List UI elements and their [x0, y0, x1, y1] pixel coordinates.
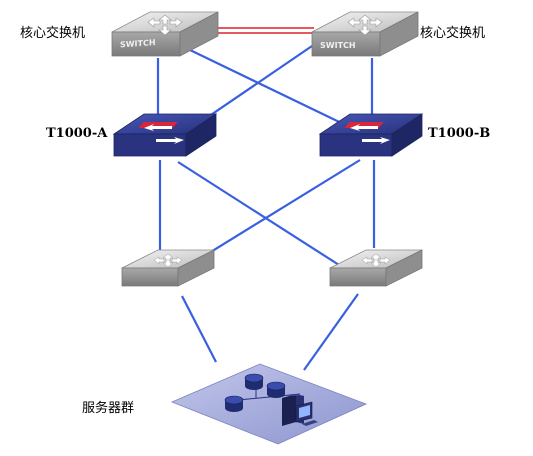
firewall-b	[318, 113, 424, 157]
access-switch-right	[329, 249, 423, 287]
firewall-b-label: T1000-B	[428, 126, 491, 141]
core-switch-left-label: 核心交换机	[20, 26, 86, 41]
firewall-a	[112, 113, 218, 157]
arrows-icon	[153, 253, 183, 268]
device-text: SWITCH	[120, 38, 156, 49]
link-coreL-fwB	[189, 49, 361, 133]
link-fwA-accR	[177, 161, 351, 273]
arrows-icon	[147, 14, 183, 36]
device-text: SWITCH	[320, 41, 356, 50]
core-switch-left: SWITCH	[111, 11, 219, 57]
core-switch-right: SWITCH	[311, 11, 419, 57]
link-accL-servers	[181, 295, 217, 363]
monitor-icon	[295, 401, 318, 426]
arrows-icon	[347, 14, 383, 36]
server-floor	[170, 363, 368, 445]
links	[156, 45, 376, 371]
firewall-a-label: T1000-A	[46, 126, 108, 141]
database-icon	[266, 381, 286, 398]
link-accR-servers	[303, 293, 359, 371]
core-switch-right-label: 核心交换机	[420, 26, 486, 41]
server-farm	[170, 363, 368, 445]
access-switch-left	[121, 249, 215, 287]
firewall-arrows-icon	[350, 124, 390, 144]
link-fwB-accL	[187, 159, 361, 267]
firewall-arrows-icon	[144, 124, 184, 144]
database-icon	[224, 395, 244, 412]
database-icon	[244, 373, 264, 390]
core-interconnect	[216, 27, 314, 34]
arrows-icon	[361, 253, 391, 268]
server-farm-label: 服务器群	[82, 401, 135, 416]
